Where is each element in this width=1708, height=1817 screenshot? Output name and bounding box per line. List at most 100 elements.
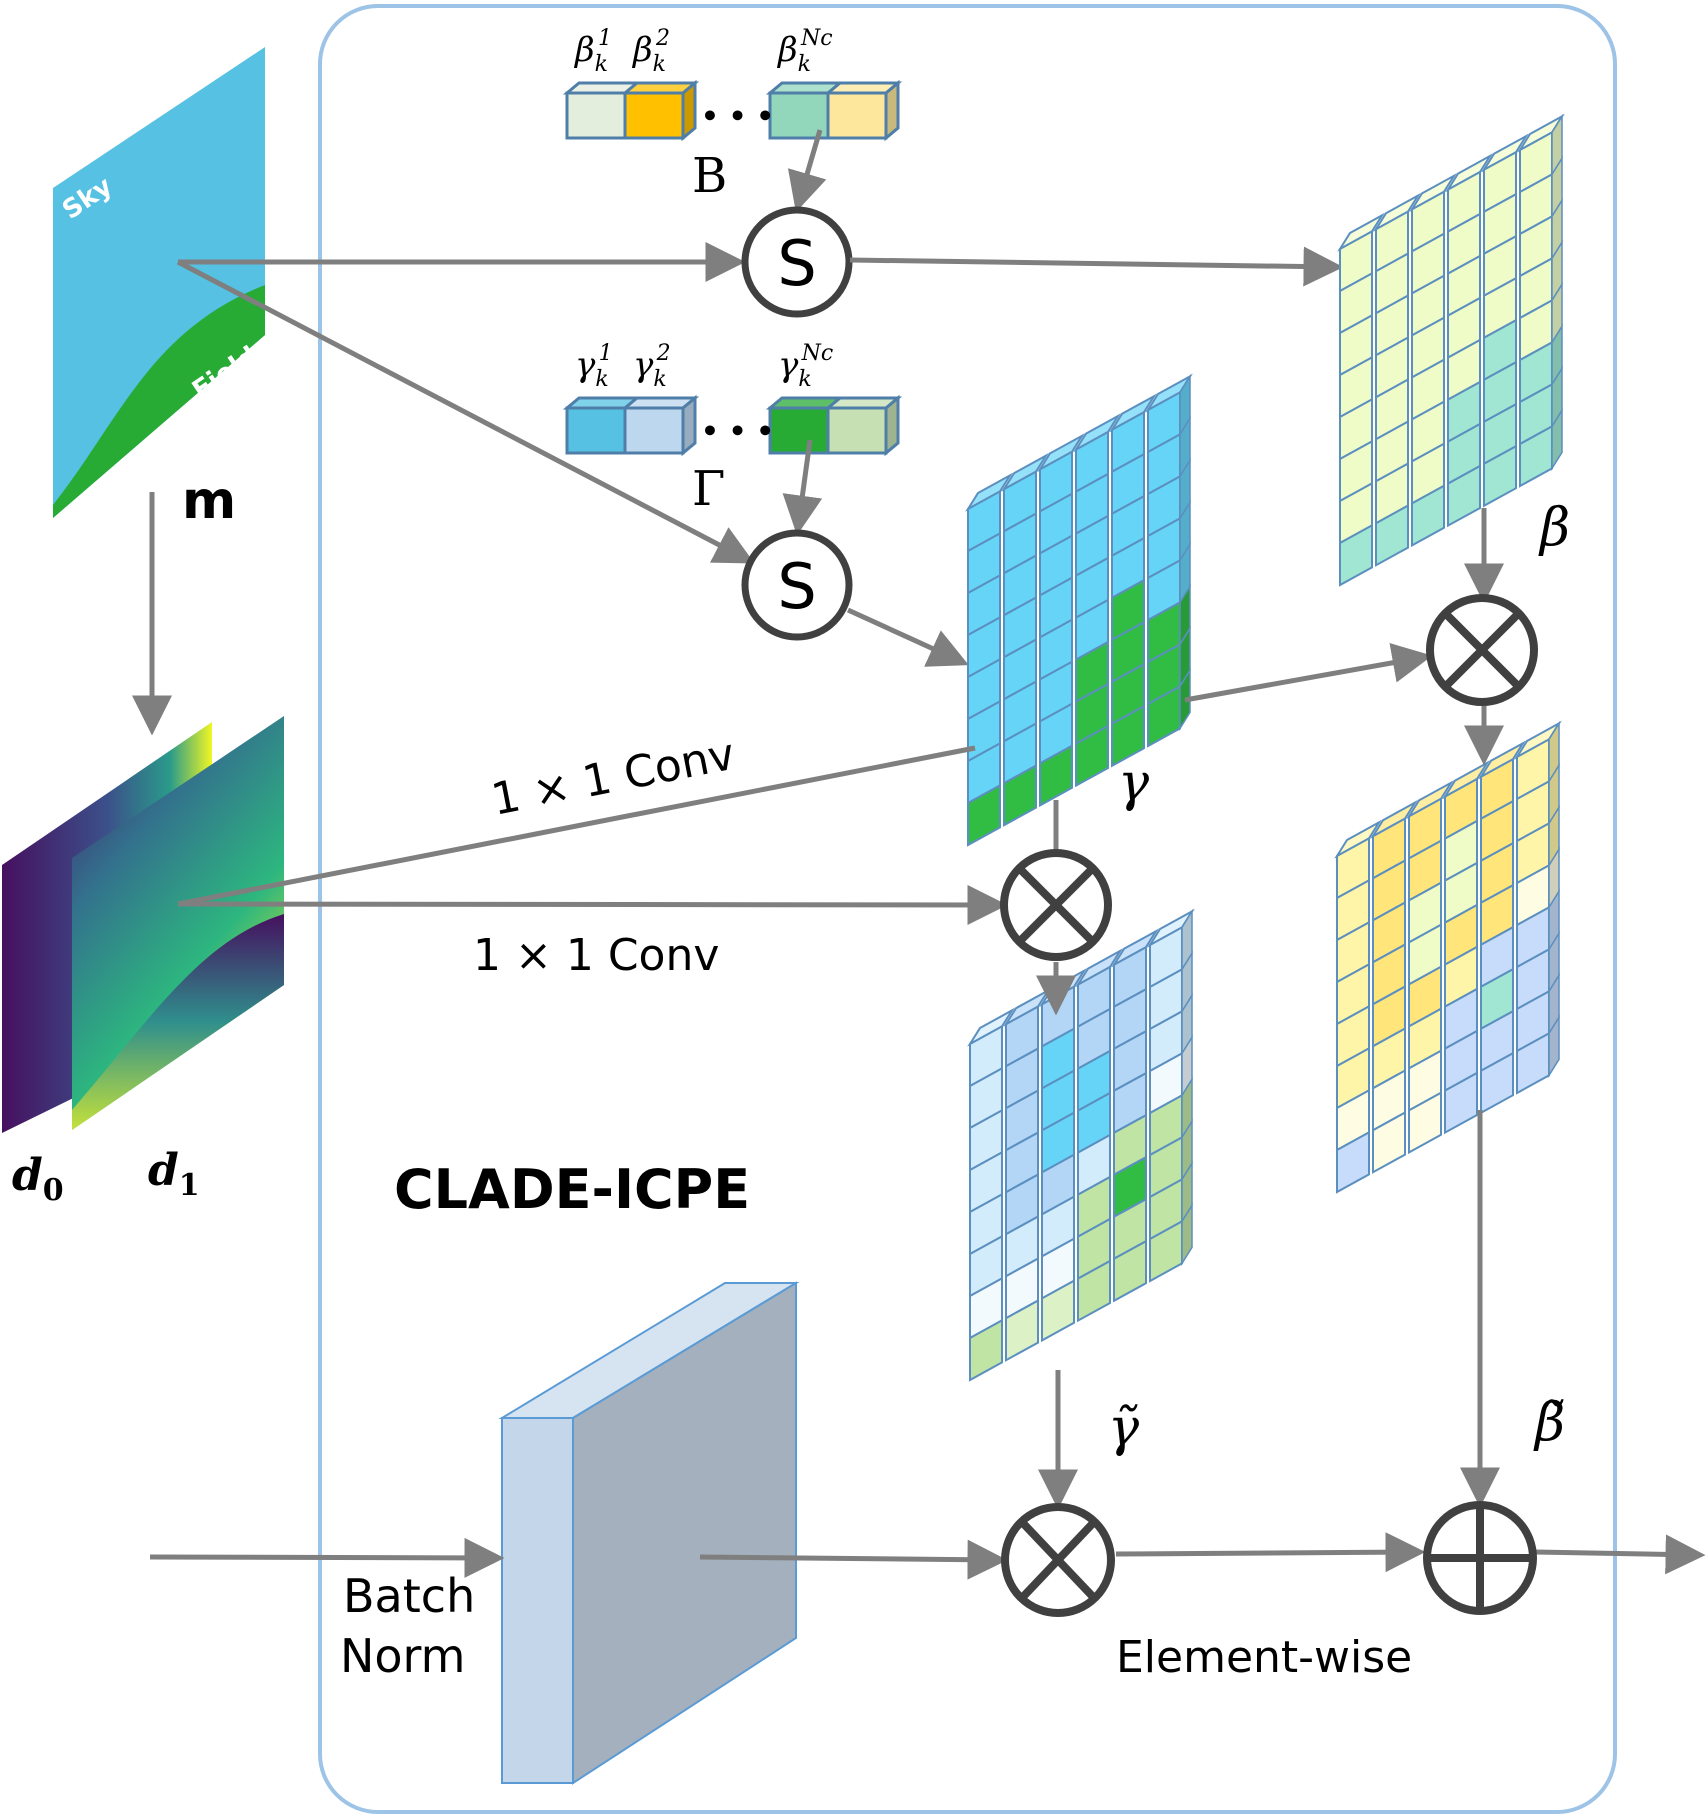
gamma-bank-entry-cube — [562, 396, 642, 455]
arrow-select-to-gamma-grid — [846, 607, 969, 667]
cube-front — [768, 406, 830, 455]
beta-tilde-grid-label: β̃ — [1533, 1393, 1565, 1453]
distance-map-d1-label: d1 — [148, 1145, 200, 1203]
grid-cell — [1113, 1239, 1147, 1303]
beta-bank-entry-label: βk1 — [573, 26, 612, 77]
grid-cell — [1336, 1130, 1370, 1194]
grid-cell — [1005, 1298, 1039, 1362]
multiply-cross-icon — [1442, 610, 1522, 690]
batch-norm-block — [498, 1281, 800, 1785]
multiply-operator-gamma — [1000, 849, 1112, 961]
gamma-bank-entry-label: γk1 — [575, 341, 613, 392]
cube-front — [826, 406, 888, 455]
grid-cell — [1483, 444, 1517, 508]
grid-cell — [1039, 744, 1073, 808]
beta-grid-label: β — [1538, 498, 1570, 558]
beta-bank-entry-label: βkNc — [776, 26, 833, 77]
grid-cell — [1339, 523, 1373, 587]
distance-map-d0-label: d0 — [12, 1150, 64, 1208]
arrow-distance-to-conv-lower — [177, 884, 1008, 925]
distance-map-d1 — [72, 716, 284, 1130]
cube-front — [623, 91, 685, 140]
grid-cell — [1077, 1259, 1111, 1323]
arrow-mask-to-select-gamma — [176, 259, 755, 564]
grid-cell — [1411, 484, 1445, 548]
semantic-mask: Sky Field m — [53, 47, 265, 531]
multiply-cross-icon — [1016, 865, 1096, 945]
grid-cell — [1444, 1071, 1478, 1135]
arrow-select-to-beta-grid — [849, 246, 1344, 287]
beta-tilde-map-grid — [1334, 720, 1562, 1194]
grid-cell — [967, 783, 1001, 847]
cube-front — [565, 91, 627, 140]
arrow-add-to-output — [1534, 1534, 1706, 1575]
element-wise-label: Element-wise — [1116, 1632, 1412, 1683]
beta-bank-entry-label: βk2 — [631, 26, 670, 77]
grid-cell — [1075, 724, 1109, 788]
grid-cell — [969, 1318, 1003, 1382]
grid-cell — [1372, 1110, 1406, 1174]
module-title: CLADE-ICPE — [394, 1158, 750, 1221]
gamma-parameter-bank: γk1 γk2 γkNc• • • — [562, 341, 903, 457]
grid-cell — [1041, 1279, 1075, 1343]
gamma-bank-entry-label: γk2 — [633, 341, 671, 392]
beta-bank-entry-cube — [765, 81, 845, 140]
grid-cell — [1003, 763, 1037, 827]
select-circle-icon — [741, 529, 853, 641]
grid-cell — [1408, 1091, 1442, 1155]
cube-side — [884, 79, 900, 142]
mask-field-region — [53, 285, 265, 518]
conv-upper-label: 1 × 1 Conv — [487, 729, 739, 826]
grid-side — [1181, 1202, 1193, 1267]
grid-side — [1548, 1014, 1560, 1079]
cube-front — [565, 406, 627, 455]
arrow-multiply-to-add — [1115, 1532, 1426, 1573]
multiply-operator-beta — [1426, 594, 1538, 706]
arrow-gamma-to-multiply-beta — [1184, 643, 1433, 703]
ellipsis-icon: • • • — [701, 415, 774, 448]
select-operator-gamma: S — [741, 529, 853, 641]
select-circle-icon — [741, 206, 853, 318]
add-operator — [1423, 1501, 1537, 1615]
batch-norm-front — [501, 1417, 574, 1784]
beta-bank-entry-cube — [620, 79, 700, 142]
gamma-bank-entry-cube — [823, 394, 903, 457]
select-symbol: S — [777, 550, 816, 623]
grid-side — [1551, 407, 1563, 472]
batch-norm-label-line2: Norm — [340, 1629, 465, 1683]
multiply-cross-icon — [1017, 1517, 1099, 1603]
cube-side — [681, 79, 697, 142]
arrow-beta-bank-to-select — [787, 129, 827, 213]
grid-cell — [1447, 464, 1481, 528]
grid-cell — [1480, 1051, 1514, 1115]
gamma-map-grid — [965, 373, 1193, 847]
distance-map-d1-lower — [72, 914, 284, 1130]
multiply-operator-final — [1001, 1503, 1115, 1617]
arrow-distance-to-conv-upper — [177, 745, 976, 907]
beta-map-grid — [1337, 113, 1565, 587]
cube-side — [681, 394, 697, 457]
arrow-input-to-batch-norm — [149, 1537, 505, 1578]
gamma-bank-symbol: Γ — [692, 461, 725, 517]
clade-icpe-frame — [318, 4, 1617, 1814]
select-operator-beta: S — [741, 206, 853, 318]
grid-cell — [1375, 503, 1409, 567]
mask-sky-region — [53, 47, 265, 518]
conv-lower-label: 1 × 1 Conv — [473, 930, 719, 981]
cube-front — [623, 406, 685, 455]
beta-bank-symbol: B — [692, 148, 727, 204]
mask-label: m — [182, 471, 236, 531]
gamma-tilde-grid-label: γ̃ — [1108, 1398, 1140, 1458]
gamma-bank-entry-cube — [765, 396, 845, 455]
gamma-bank-entry-label: γkNc — [778, 341, 833, 392]
cube-side — [884, 394, 900, 457]
gamma-grid-label: γ — [1118, 753, 1150, 813]
arrow-batch-norm-to-multiply — [699, 1539, 1008, 1580]
beta-bank-entry-cube — [823, 79, 903, 142]
grid-cell — [1111, 704, 1145, 768]
gamma-bank-entry-cube — [620, 394, 700, 457]
beta-bank-entry-cube — [562, 81, 642, 140]
arrow-gamma-bank-to-select — [782, 439, 823, 536]
select-symbol: S — [777, 227, 816, 300]
